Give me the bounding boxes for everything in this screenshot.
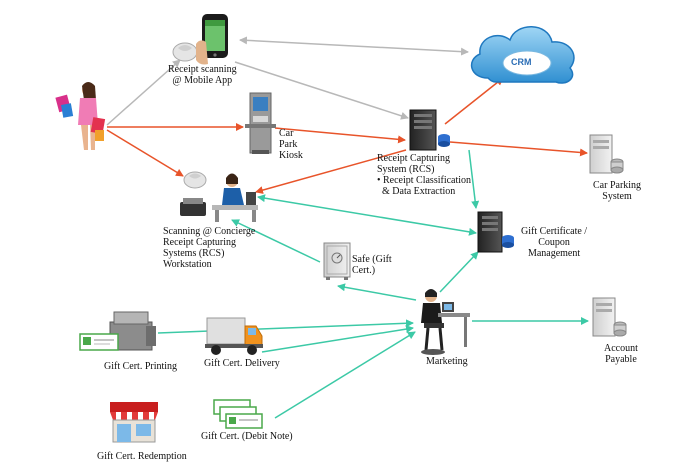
arrow-delivery-to-marketing	[261, 325, 414, 353]
truck-icon	[205, 317, 263, 355]
arrow-concierge-giftmgmt	[257, 194, 477, 236]
store-icon	[110, 402, 158, 443]
server-icon	[592, 297, 627, 337]
smartphone-icon	[196, 14, 228, 65]
cloud-icon	[470, 26, 575, 84]
arrow-debitnote-to-marketing	[274, 331, 416, 419]
label-crm: CRM	[511, 57, 532, 67]
printer-icon	[109, 311, 156, 351]
worker-icon	[421, 289, 470, 355]
arrow-marketing-to-giftmgmt	[439, 251, 479, 293]
label-debit-note: Gift Cert. (Debit Note)	[201, 431, 293, 442]
server-icon	[477, 211, 514, 253]
connectors	[106, 36, 589, 419]
kiosk-icon	[245, 92, 276, 154]
arrow-kiosk-to-rcs	[274, 127, 406, 144]
certificate-icon	[79, 333, 119, 351]
server-icon	[409, 109, 450, 151]
arrow-rcs-to-crm	[444, 77, 504, 125]
label-redemption: Gift Cert. Redemption	[97, 451, 187, 462]
label-marketing: Marketing	[426, 356, 468, 367]
label-mobile-app: Receipt scanning@ Mobile App	[168, 64, 237, 86]
arrow-marketing-to-safe	[337, 283, 417, 301]
certificate-icon	[213, 399, 263, 429]
arrow-printing-to-marketing	[157, 319, 414, 334]
label-printing: Gift Cert. Printing	[104, 361, 178, 372]
arrow-mobile-to-rcs	[234, 61, 409, 120]
workstation-icon	[180, 171, 258, 222]
arrow-rcs-to-concierge	[255, 149, 407, 194]
arrow-shopper-to-mobile	[106, 59, 181, 126]
arrow-rcs-to-carparking	[449, 141, 588, 157]
shopper-icon	[55, 82, 106, 150]
arrow-safe-to-concierge	[231, 219, 321, 263]
arrow-mobile-crm	[239, 36, 469, 56]
scanner-icon	[172, 42, 198, 62]
server-icon	[589, 134, 624, 174]
arrow-shopper-to-concierge	[106, 129, 184, 177]
safe-icon	[323, 242, 351, 280]
label-delivery: Gift Cert. Delivery	[204, 358, 280, 369]
